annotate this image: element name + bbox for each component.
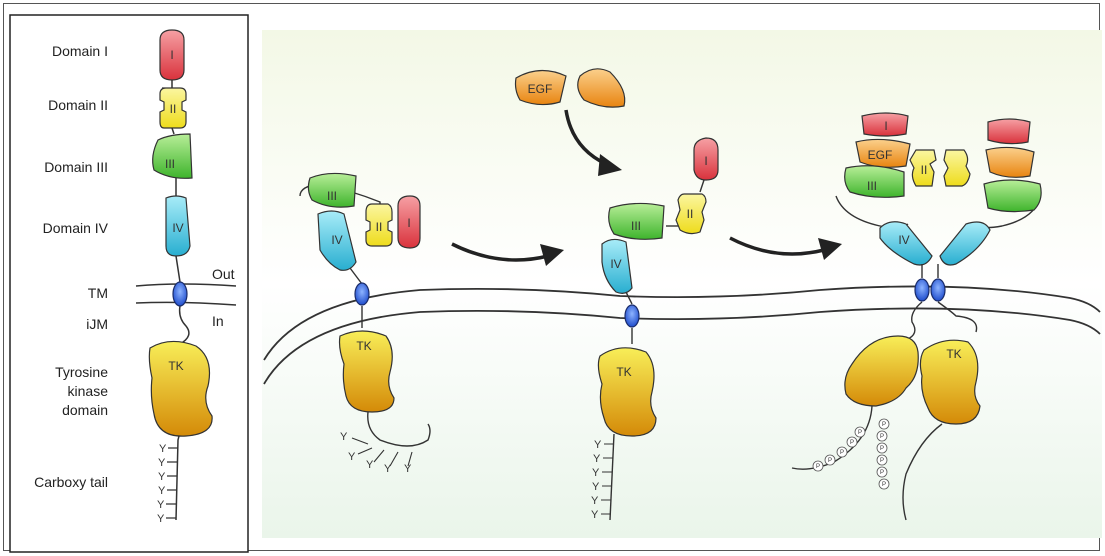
dimer-right-tk-label: TK — [946, 347, 961, 361]
state1-tyrosine-5: Y — [404, 463, 412, 475]
state2-tyrosine-4: Y — [592, 481, 600, 493]
state1-tyrosine-1: Y — [340, 431, 348, 443]
state2-tyrosine-3: Y — [592, 467, 600, 479]
legend-tk-shape — [149, 341, 212, 436]
state2-domain-4-label: IV — [610, 257, 621, 271]
state1-tyrosine-3: Y — [366, 459, 374, 471]
legend-tk-line3: domain — [62, 402, 108, 418]
legend-ijm: iJM — [86, 316, 108, 332]
phospho-3: P — [840, 450, 844, 456]
legend-tyrosine-2: Y — [158, 457, 166, 469]
legend-tm-helix — [173, 282, 187, 306]
dimer-left-egf-label: EGF — [868, 148, 893, 162]
phospho-6: P — [882, 422, 886, 428]
state2-domain-3-label: III — [631, 219, 641, 233]
phospho-4: P — [850, 440, 854, 446]
phospho-11: P — [882, 482, 886, 488]
legend-tk-line1: Tyrosine — [55, 364, 108, 380]
legend-tk-line2: kinase — [68, 383, 109, 399]
dimer-left-domain-1-label: I — [884, 119, 887, 133]
legend-tyrosine-6: Y — [157, 513, 165, 525]
state1-domain-1-label: I — [407, 216, 410, 230]
state2-tk — [598, 348, 656, 436]
legend-tk-label: TK — [168, 359, 183, 373]
legend-tm: TM — [88, 285, 108, 301]
legend-domain-4: Domain IV — [43, 220, 109, 236]
state2-tk-label: TK — [616, 365, 631, 379]
legend-domain-1-label: I — [170, 48, 173, 62]
state2-tyrosine-1: Y — [594, 439, 602, 451]
state1-tyrosine-2: Y — [348, 451, 356, 463]
phospho-2: P — [828, 458, 832, 464]
dimer-right-tm-helix — [931, 279, 945, 301]
dimer-left-domain-4-label: IV — [898, 233, 909, 247]
legend-tyrosine-3: Y — [158, 471, 166, 483]
legend-tyrosine-5: Y — [157, 499, 165, 511]
state2-tyrosine-2: Y — [593, 453, 601, 465]
state2-domain-2-label: II — [687, 207, 694, 221]
phospho-10: P — [880, 470, 884, 476]
state1-domain-2-label: II — [376, 220, 383, 234]
egf-ligand-1-label: EGF — [528, 82, 553, 96]
state1-tk-label: TK — [356, 339, 371, 353]
phospho-7: P — [880, 434, 884, 440]
phospho-8: P — [880, 446, 884, 452]
legend-box — [10, 15, 248, 552]
dimer-right-domain-1 — [988, 119, 1030, 144]
state2-domain-1-label: I — [704, 154, 707, 168]
dimer-right-domain-2 — [944, 150, 970, 186]
dimer-right-egf — [986, 147, 1034, 177]
legend-domain-4-label: IV — [172, 221, 183, 235]
state2-tm-helix — [625, 305, 639, 327]
state1-tyrosine-4: Y — [384, 463, 392, 475]
state1-domain-4-label: IV — [331, 233, 342, 247]
legend-domain-1: Domain I — [52, 43, 108, 59]
legend-domain-2-label: II — [170, 102, 177, 116]
legend-in: In — [212, 313, 224, 329]
state2-tyrosine-6: Y — [591, 509, 599, 521]
legend-carboxy: Carboxy tail — [34, 474, 108, 490]
legend-domain-3: Domain III — [44, 159, 108, 175]
dimer-left-tm-helix — [915, 279, 929, 301]
phospho-9: P — [880, 458, 884, 464]
state1-domain-3-label: III — [327, 189, 337, 203]
legend-tyrosine-4: Y — [158, 485, 166, 497]
legend-tyrosine-1: Y — [159, 443, 167, 455]
dimer-right-domain-3 — [984, 180, 1041, 212]
state1-tm-helix — [355, 283, 369, 305]
dimer-left-domain-2-label: II — [921, 163, 928, 177]
cell-background — [262, 30, 1102, 538]
legend-domain-2: Domain II — [48, 97, 108, 113]
legend-domain-3-label: III — [165, 157, 175, 171]
state2-tyrosine-5: Y — [591, 495, 599, 507]
phospho-1: P — [816, 464, 820, 470]
phospho-5: P — [858, 430, 862, 436]
dimer-left-domain-3-label: III — [867, 179, 877, 193]
legend-out: Out — [212, 266, 235, 282]
